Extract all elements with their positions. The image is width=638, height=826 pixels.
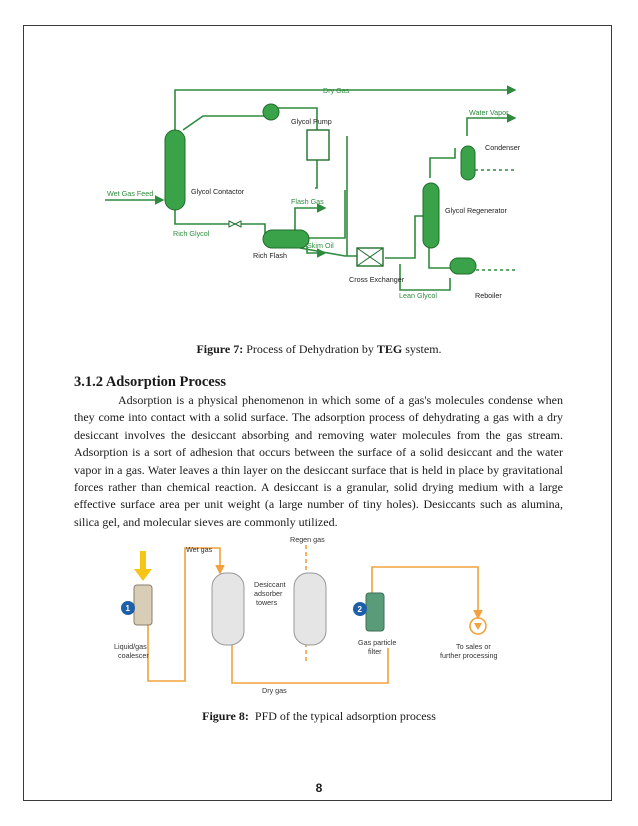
label-glycol-contactor: Glycol Contactor [191, 187, 245, 196]
label-wet-gas: Wet gas [186, 545, 213, 554]
label-sales-1: To sales or [456, 642, 491, 651]
label-water-vapor: Water Vapor [469, 108, 509, 117]
figure-8-adsorption-pfd: 1 2 Wet gas Regen gas Desiccant adsorber… [114, 535, 498, 695]
label-skim-oil: Skim Oil [307, 241, 334, 250]
label-coalescer-1: Liquid/gas [114, 642, 147, 651]
label-wet-gas-feed: Wet Gas Feed [107, 189, 153, 198]
label-filter-2: filter [368, 647, 382, 656]
label-regen-gas: Regen gas [290, 535, 325, 544]
label-desiccant-3: towers [256, 598, 278, 607]
badge-2: 2 [358, 605, 363, 614]
page-border [23, 25, 612, 801]
label-desiccant-1: Desiccant [254, 580, 286, 589]
section-heading: 3.1.2 Adsorption Process [74, 374, 226, 390]
label-desiccant-2: adsorber [254, 589, 283, 598]
badge-1: 1 [126, 604, 131, 613]
section-paragraph: Adsorption is a physical phenomenon in w… [74, 393, 563, 529]
label-cross-exchanger: Cross Exchanger [349, 275, 405, 284]
figure-7-caption: Figure 7: Process of Dehydration by TEG … [196, 342, 442, 356]
label-dry-gas: Dry Gas [323, 86, 350, 95]
label-lean-glycol: Lean Glycol [399, 291, 437, 300]
page-number: 8 [315, 781, 323, 795]
label-sales-2: further processing [440, 651, 498, 660]
label-dry-gas-8: Dry gas [262, 686, 287, 695]
figure-8-caption: Figure 8: PFD of the typical adsorption … [202, 709, 436, 723]
label-condenser: Condenser [485, 143, 521, 152]
label-glycol-regenerator: Glycol Regenerator [445, 206, 508, 215]
label-glycol-pump: Glycol Pump [291, 117, 332, 126]
label-rich-glycol: Rich Glycol [173, 229, 210, 238]
label-reboiler: Reboiler [475, 291, 502, 300]
label-flash-gas: Flash Gas [291, 197, 324, 206]
label-coalescer-2: coalescer [118, 651, 149, 660]
figure-7-teg-diagram: Dry Gas Water Vapor Wet Gas Feed Flash G… [105, 85, 521, 300]
label-filter-1: Gas particle [358, 638, 396, 647]
label-rich-flash: Rich Flash [253, 251, 287, 260]
